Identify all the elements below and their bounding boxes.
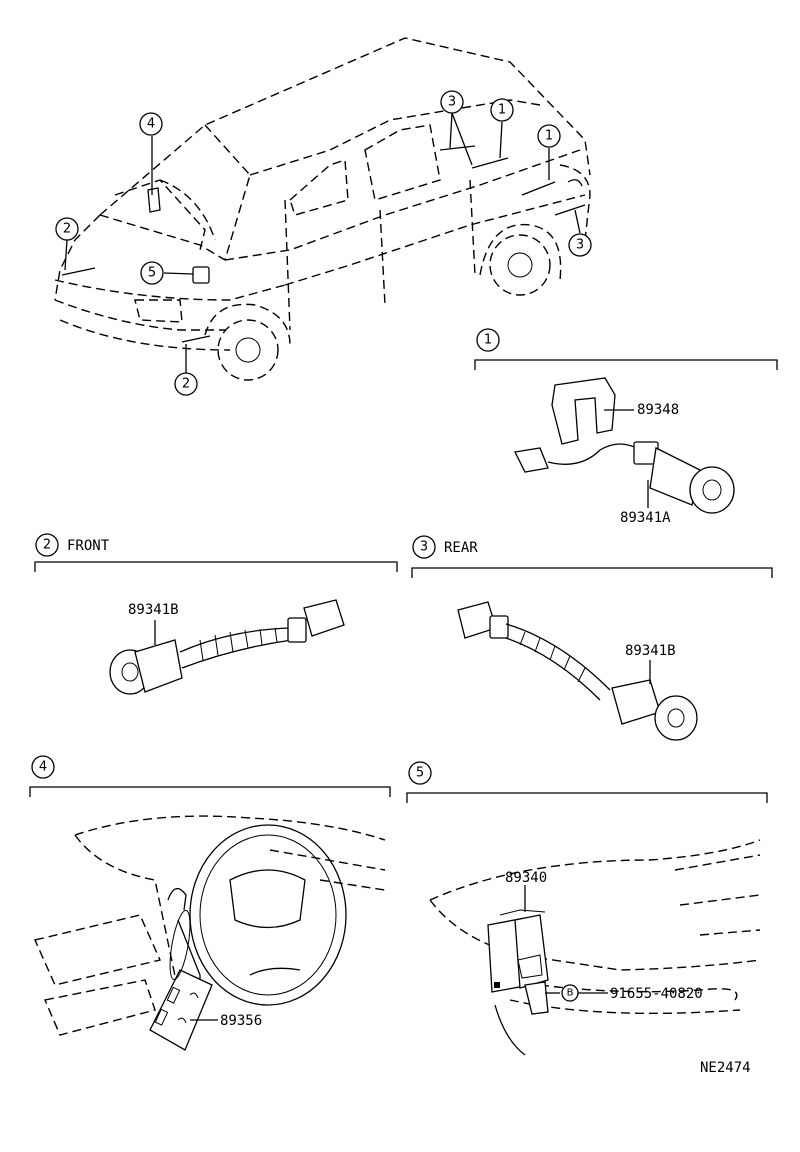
callout-5: 5 — [140, 261, 164, 285]
svg-text:1: 1 — [545, 129, 553, 144]
callout-3: 3 — [440, 90, 464, 114]
part-89341B-rear-label: 89341B — [625, 643, 676, 659]
svg-text:1: 1 — [484, 333, 492, 348]
section-1: 1 89348 89341A — [474, 328, 778, 526]
section-4-number: 4 — [31, 755, 55, 779]
svg-text:3: 3 — [576, 238, 584, 253]
callout-2: 2 — [174, 372, 198, 396]
svg-text:B: B — [567, 988, 574, 999]
section-3-number: 3 — [412, 535, 436, 559]
callout-2: 2 — [55, 217, 79, 241]
section-2-front: 2 FRONT 89341B — [34, 533, 398, 695]
part-89348-label: 89348 — [637, 402, 679, 418]
callout-b: B — [561, 984, 579, 1002]
section-4: 4 89356 — [29, 755, 391, 1051]
svg-text:1: 1 — [498, 103, 506, 118]
section-1-number: 1 — [476, 328, 500, 352]
part-89341B-front-label: 89341B — [128, 602, 179, 618]
svg-text:2: 2 — [182, 377, 190, 392]
svg-text:4: 4 — [39, 760, 47, 775]
section-2-title: FRONT — [67, 538, 110, 554]
part-89341A-label: 89341A — [620, 510, 671, 526]
section-3-title: REAR — [444, 540, 478, 556]
part-89356-label: 89356 — [220, 1013, 262, 1029]
callout-4: 4 — [139, 112, 163, 136]
svg-text:3: 3 — [448, 95, 456, 110]
svg-text:4: 4 — [147, 117, 155, 132]
section-2-number: 2 — [35, 533, 59, 557]
part-91655-40820-label: 91655-40820 — [610, 986, 703, 1002]
callout-3: 3 — [568, 233, 592, 257]
callout-1: 1 — [490, 98, 514, 122]
svg-text:5: 5 — [416, 766, 424, 781]
svg-text:2: 2 — [43, 538, 51, 553]
part-89340-label: 89340 — [505, 870, 547, 886]
section-5-number: 5 — [408, 761, 432, 785]
svg-text:3: 3 — [420, 540, 428, 555]
diagram-code: NE2474 — [700, 1060, 751, 1076]
callout-1: 1 — [537, 124, 561, 148]
section-5: 5 89340 B 91655-40820 — [406, 761, 768, 1056]
svg-text:2: 2 — [63, 222, 71, 237]
vehicle-overview: 1 1 2 2 3 3 4 5 — [54, 37, 592, 396]
section-3-rear: 3 REAR 89341B — [411, 535, 773, 741]
svg-text:5: 5 — [148, 266, 156, 281]
